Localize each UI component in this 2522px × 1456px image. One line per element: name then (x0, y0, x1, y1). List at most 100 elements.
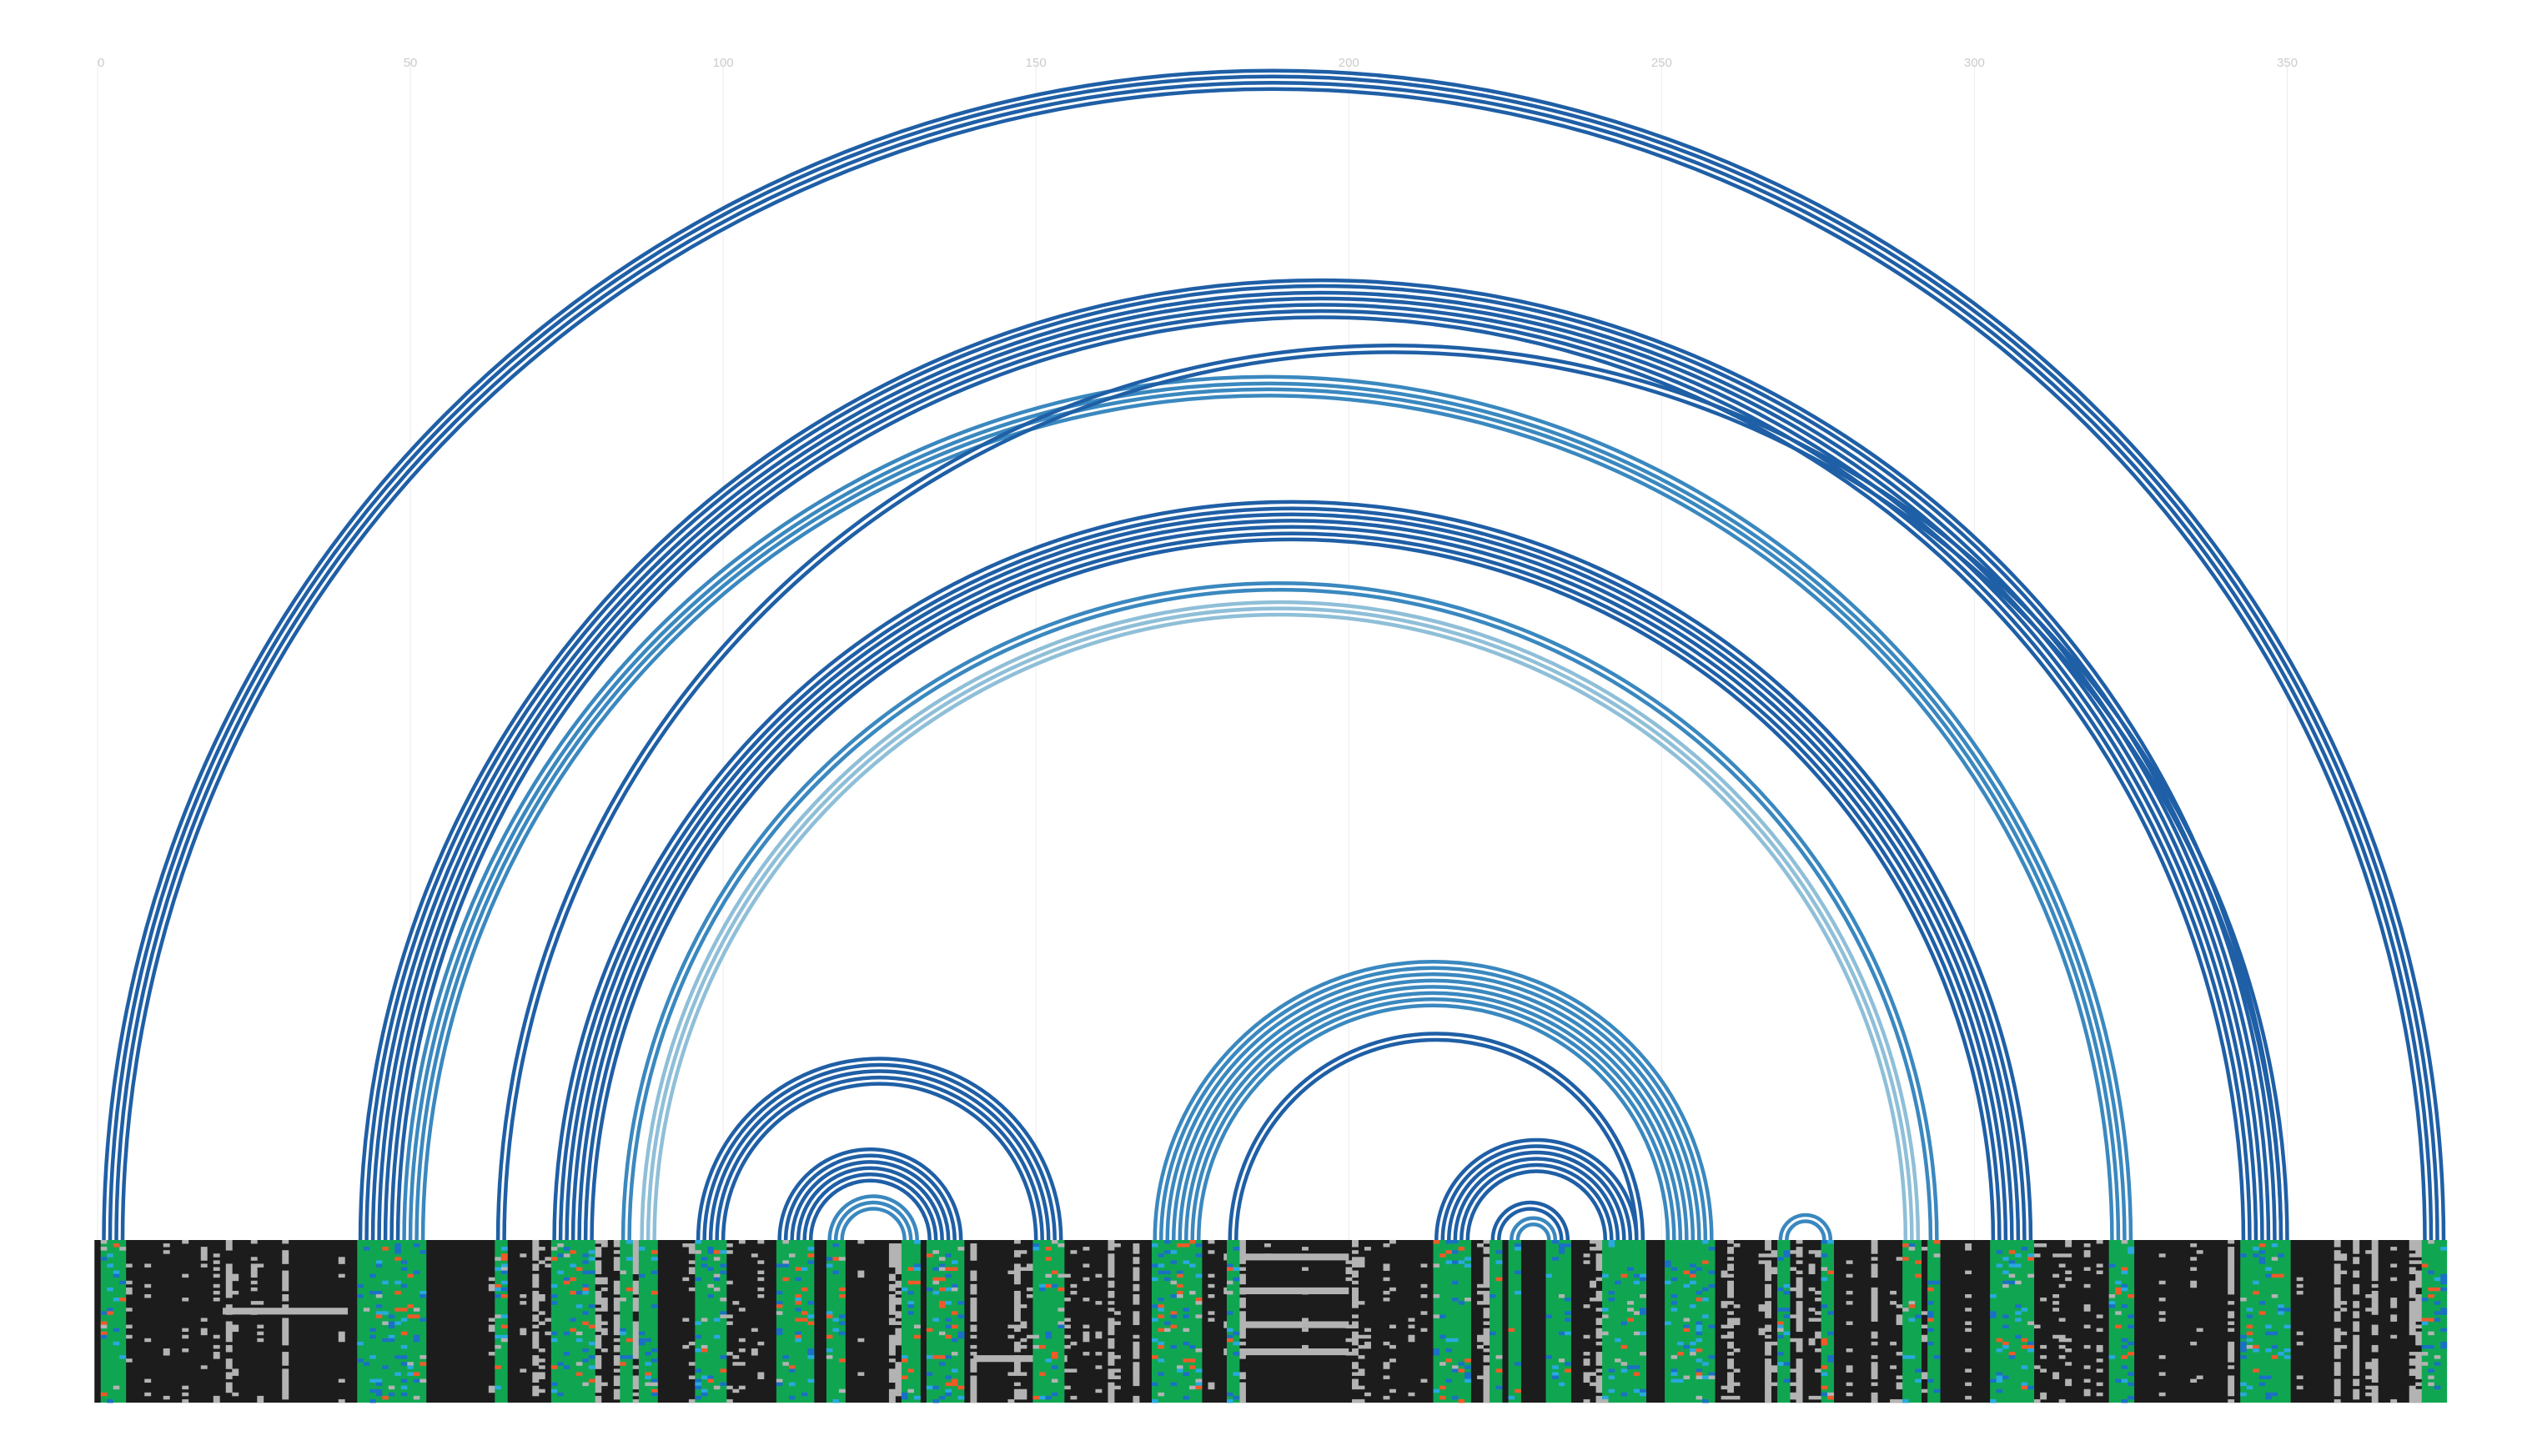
alignment-cell (1158, 1358, 1165, 1363)
alignment-cell (720, 1382, 727, 1387)
alignment-cell (2002, 1283, 2010, 1288)
alignment-cell (1483, 1321, 1490, 1325)
alignment-cell (1627, 1301, 1634, 1305)
alignment-cell (1727, 1321, 1734, 1325)
alignment-cell (225, 1388, 233, 1393)
alignment-cell (2246, 1324, 2253, 1329)
alignment-cell (394, 1321, 402, 1325)
alignment-cell (1208, 1318, 1215, 1322)
alignment-cell (1727, 1365, 1734, 1369)
alignment-cell (2440, 1273, 2448, 1278)
alignment-cell (382, 1365, 389, 1369)
alignment-cell (1345, 1270, 1353, 1275)
base-pair-arc (502, 349, 2283, 1241)
alignment-cell (720, 1311, 727, 1315)
alignment-cell (538, 1298, 545, 1302)
alignment-cell (1696, 1267, 1703, 1271)
alignment-cell (732, 1362, 740, 1366)
alignment-cell (1133, 1250, 1140, 1254)
alignment-cell (1908, 1355, 1916, 1359)
alignment-paired-column (1690, 1240, 1696, 1403)
alignment-cell (1158, 1298, 1165, 1302)
alignment-cell (938, 1267, 946, 1271)
alignment-cell (895, 1392, 902, 1397)
alignment-cell (782, 1355, 790, 1359)
alignment-cell (532, 1257, 540, 1261)
alignment-cell (495, 1257, 502, 1261)
alignment-cell (1796, 1375, 1803, 1379)
alignment-cell (1721, 1270, 1728, 1275)
alignment-cell (369, 1290, 377, 1295)
alignment-cell (413, 1270, 420, 1275)
alignment-cell (1796, 1247, 1803, 1251)
alignment-cell (2340, 1270, 2348, 1275)
alignment-cell (413, 1378, 420, 1383)
alignment-cell (532, 1372, 540, 1376)
alignment-cell (1827, 1355, 1835, 1359)
alignment-cell (1464, 1298, 1471, 1302)
alignment-cell (1188, 1385, 1196, 1390)
alignment-cell (2334, 1355, 2341, 1359)
alignment-cell (1690, 1270, 1696, 1275)
alignment-cell (1896, 1382, 1903, 1387)
alignment-cell (2065, 1270, 2072, 1275)
alignment-cell (913, 1240, 921, 1244)
alignment-cell (1620, 1273, 1628, 1278)
alignment-cell (1515, 1290, 1521, 1295)
alignment-cell (2409, 1253, 2416, 1258)
alignment-cell (282, 1280, 289, 1285)
alignment-cell (1965, 1247, 1972, 1251)
alignment-cell (413, 1308, 420, 1312)
alignment-cell (2409, 1352, 2416, 1356)
alignment-cell (970, 1287, 977, 1292)
alignment-cell (888, 1253, 896, 1258)
alignment-cell (695, 1368, 702, 1373)
alignment-cell (2334, 1311, 2341, 1315)
alignment-cell (707, 1375, 715, 1379)
alignment-cell (757, 1294, 765, 1298)
alignment-cell (1408, 1338, 1415, 1343)
alignment-cell (1595, 1341, 1603, 1346)
alignment-cell (282, 1338, 289, 1343)
alignment-cell (2409, 1311, 2416, 1315)
alignment-cell (1965, 1243, 1972, 1248)
alignment-cell (582, 1283, 590, 1288)
alignment-paired-column (413, 1240, 420, 1403)
alignment-cell (1640, 1294, 1646, 1298)
base-pair-arc (1453, 1157, 1620, 1241)
sequence-alignment (94, 1240, 2448, 1403)
alignment-cell (213, 1253, 220, 1258)
alignment-cell (2278, 1352, 2285, 1356)
alignment-cell (726, 1352, 733, 1356)
alignment-cell (1558, 1358, 1565, 1363)
alignment-cell (2371, 1283, 2379, 1288)
alignment-cell (488, 1277, 495, 1282)
alignment-cell (2409, 1368, 2416, 1373)
alignment-cell (888, 1398, 896, 1403)
alignment-cell (1383, 1267, 1390, 1271)
alignment-cell (1796, 1280, 1803, 1285)
alignment-paired-column (1464, 1240, 1471, 1403)
alignment-cell (945, 1324, 952, 1329)
alignment-cell (2334, 1338, 2341, 1343)
alignment-cell (1445, 1250, 1453, 1254)
alignment-cell (1352, 1385, 1359, 1390)
alignment-paired-column (1708, 1240, 1716, 1403)
alignment-cell (413, 1372, 420, 1376)
alignment-cell (2121, 1270, 2128, 1275)
alignment-cell (776, 1382, 783, 1387)
alignment-cell (1233, 1372, 1240, 1376)
alignment-cell (801, 1318, 808, 1322)
alignment-cell (1051, 1352, 1058, 1356)
alignment-cell (957, 1301, 965, 1305)
alignment-cell (232, 1328, 239, 1333)
alignment-cell (2008, 1355, 2016, 1359)
alignment-cell (1108, 1362, 1115, 1366)
alignment-cell (1070, 1283, 1078, 1288)
alignment-cell (394, 1247, 402, 1251)
alignment-cell (1846, 1365, 1853, 1369)
alignment-cell (926, 1328, 933, 1333)
alignment-cell (2415, 1375, 2423, 1379)
alignment-cell (1364, 1334, 1371, 1339)
alignment-cell (970, 1328, 977, 1333)
